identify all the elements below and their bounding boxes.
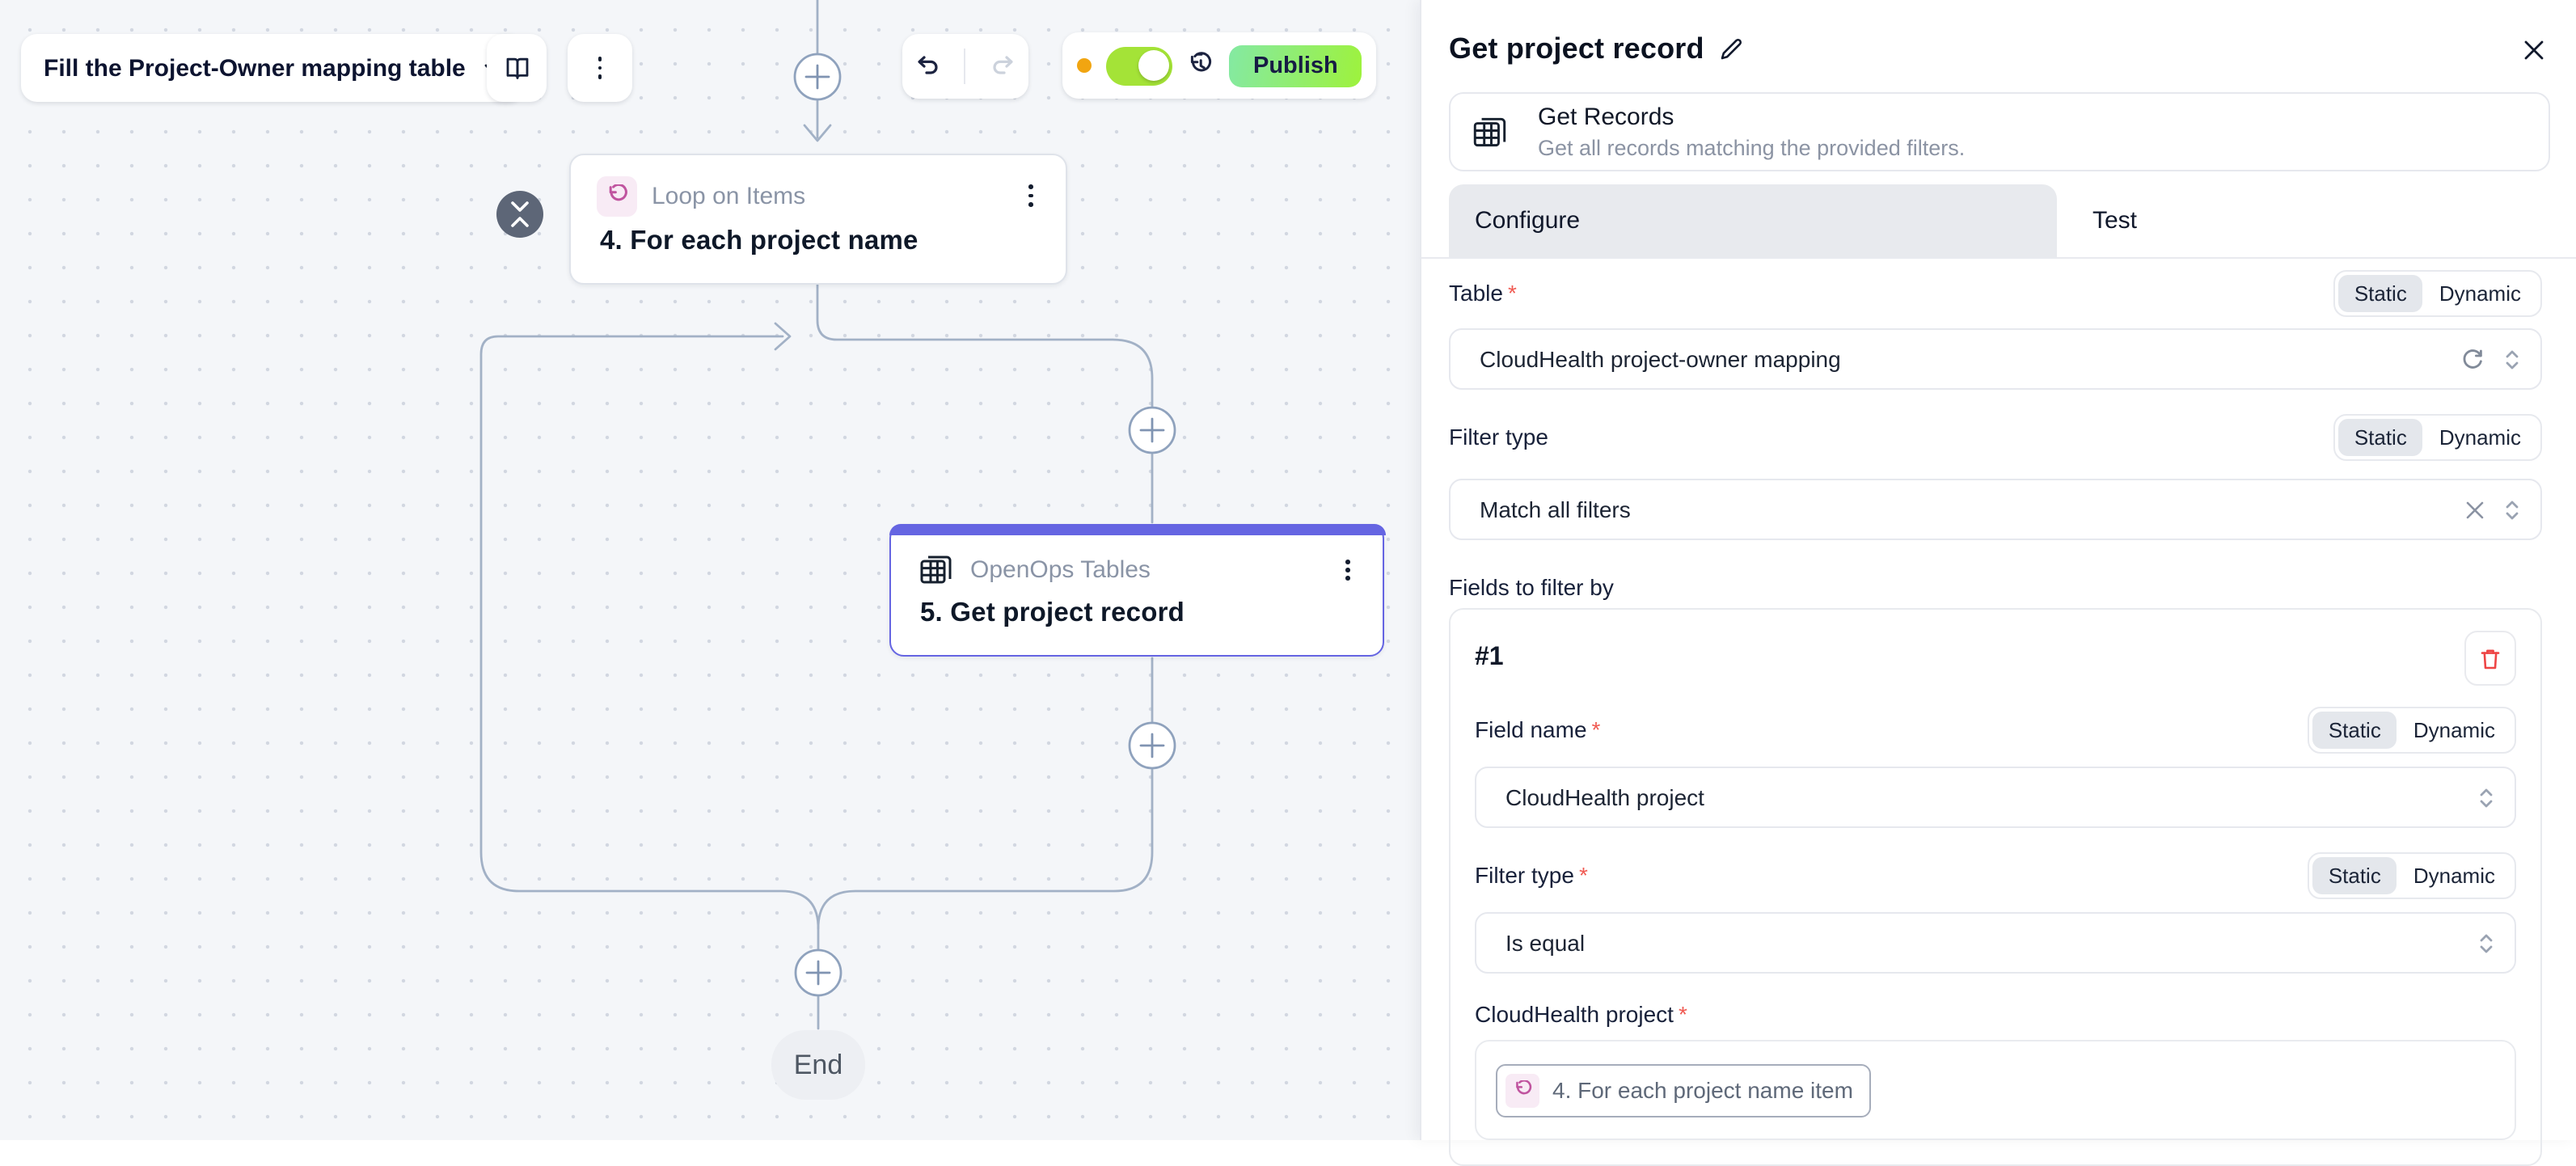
cloudhealth-project-input[interactable]: 4. For each project name item xyxy=(1475,1040,2516,1140)
action-name: Get Records xyxy=(1538,104,1674,131)
docs-button[interactable] xyxy=(487,34,547,102)
add-step-button[interactable] xyxy=(793,53,842,101)
pencil-icon[interactable] xyxy=(1719,37,1743,61)
step-title: Get project record xyxy=(1449,32,1704,65)
field-label-field-name: Field name* xyxy=(1475,716,1601,742)
trash-icon xyxy=(2481,648,2500,669)
updown-icon xyxy=(2502,347,2523,371)
node-title: 5. Get project record xyxy=(920,598,1185,627)
required-marker: * xyxy=(1678,1001,1687,1027)
undo-icon xyxy=(918,56,938,74)
tables-icon xyxy=(1473,116,1506,146)
toggle-static[interactable]: Static xyxy=(2312,711,2397,748)
node-title: 4. For each project name xyxy=(600,226,918,255)
updown-icon xyxy=(2502,497,2523,522)
flow-enabled-toggle[interactable] xyxy=(1106,46,1172,85)
required-marker: * xyxy=(1578,862,1588,888)
filter-operator-value: Is equal xyxy=(1505,930,1586,956)
redo-icon xyxy=(993,56,1013,74)
close-panel-button[interactable] xyxy=(2519,35,2549,64)
updown-icon xyxy=(2476,931,2497,955)
kebab-icon xyxy=(591,53,609,82)
action-info-card: Get Records Get all records matching the… xyxy=(1449,92,2550,171)
toggle-dynamic[interactable]: Dynamic xyxy=(2413,863,2495,887)
book-icon xyxy=(505,57,528,78)
filter-type-select-value: Match all filters xyxy=(1480,496,1631,522)
unsaved-changes-dot xyxy=(1077,58,1092,73)
redo-button[interactable] xyxy=(990,53,1017,79)
field-label-filter-type: Filter type xyxy=(1449,424,1548,450)
collapse-icon xyxy=(510,201,528,212)
collapse-icon xyxy=(510,217,528,227)
undo-button[interactable] xyxy=(914,53,941,79)
step-settings-panel: Get project record Get Records Get all r… xyxy=(1419,0,2576,1166)
node-get-project-record[interactable]: OpenOps Tables 5. Get project record xyxy=(889,523,1385,657)
add-step-button[interactable] xyxy=(1128,721,1176,770)
undo-redo-group xyxy=(902,34,1028,99)
flow-end-node: End xyxy=(771,1030,865,1100)
filter-group-card: #1 Field name* Static Dynamic xyxy=(1449,608,2542,1166)
field-name-select-value: CloudHealth project xyxy=(1505,784,1704,810)
clear-icon[interactable] xyxy=(2464,499,2485,520)
toggle-static[interactable]: Static xyxy=(2337,274,2423,311)
node-menu-button[interactable] xyxy=(1339,556,1357,584)
loop-item-token[interactable]: 4. For each project name item xyxy=(1496,1063,1871,1117)
action-description: Get all records matching the provided fi… xyxy=(1538,136,1966,160)
toggle-dynamic[interactable]: Dynamic xyxy=(2439,281,2521,305)
delete-filter-button[interactable] xyxy=(2464,631,2516,686)
loop-icon xyxy=(1505,1073,1539,1107)
field-name-static-dynamic-toggle[interactable]: Static Dynamic xyxy=(2307,706,2516,753)
field-label-filter-type-2: Filter type* xyxy=(1475,862,1588,888)
fields-to-filter-by-label: Fields to filter by xyxy=(1449,574,1614,600)
flow-menu-button[interactable] xyxy=(568,34,632,102)
filter-operator-select[interactable]: Is equal xyxy=(1475,912,2516,974)
field-label-cloudhealth-project: CloudHealth project* xyxy=(1475,1001,1687,1027)
required-marker: * xyxy=(1507,280,1517,306)
tab-test[interactable]: Test xyxy=(2092,207,2138,234)
toggle-static[interactable]: Static xyxy=(2337,418,2423,455)
collapse-loop-button[interactable] xyxy=(496,191,543,238)
history-icon[interactable] xyxy=(1187,52,1214,79)
publish-button[interactable]: Publish xyxy=(1229,44,1362,87)
filter-group-index: #1 xyxy=(1475,644,1504,671)
add-step-button[interactable] xyxy=(794,948,842,997)
refresh-icon[interactable] xyxy=(2460,346,2485,372)
filter-type2-static-dynamic-toggle[interactable]: Static Dynamic xyxy=(2307,851,2516,898)
node-app-label: OpenOps Tables xyxy=(970,556,1151,584)
add-step-button[interactable] xyxy=(1128,406,1176,454)
divider xyxy=(964,49,966,84)
required-marker: * xyxy=(1591,716,1601,742)
table-select-value: CloudHealth project-owner mapping xyxy=(1480,346,1841,372)
flow-name-label: Fill the Project-Owner mapping table xyxy=(44,54,466,82)
toggle-dynamic[interactable]: Dynamic xyxy=(2439,425,2521,449)
field-label-table: Table* xyxy=(1449,280,1517,306)
flow-name-dropdown[interactable]: Fill the Project-Owner mapping table xyxy=(21,34,524,102)
node-app-label: Loop on Items xyxy=(652,182,806,209)
updown-icon xyxy=(2476,785,2497,809)
panel-tabs: Configure Test xyxy=(1421,184,2576,259)
flow-canvas[interactable]: Fill the Project-Owner mapping table xyxy=(0,0,1419,1139)
tables-icon xyxy=(920,556,952,584)
tab-configure[interactable]: Configure xyxy=(1449,184,2057,257)
node-loop-on-items[interactable]: Loop on Items 4. For each project name xyxy=(569,153,1067,284)
loop-icon xyxy=(597,175,637,216)
toggle-static[interactable]: Static xyxy=(2312,856,2397,894)
publish-group: Publish xyxy=(1062,32,1377,99)
filter-type-static-dynamic-toggle[interactable]: Static Dynamic xyxy=(2333,413,2542,460)
close-icon xyxy=(2524,40,2544,59)
field-name-select[interactable]: CloudHealth project xyxy=(1475,767,2516,828)
filter-type-select[interactable]: Match all filters xyxy=(1449,479,2542,540)
toggle-dynamic[interactable]: Dynamic xyxy=(2413,717,2495,741)
end-label: End xyxy=(793,1049,843,1079)
node-menu-button[interactable] xyxy=(1022,181,1040,209)
token-label: 4. For each project name item xyxy=(1552,1077,1853,1103)
table-static-dynamic-toggle[interactable]: Static Dynamic xyxy=(2333,269,2542,316)
table-select[interactable]: CloudHealth project-owner mapping xyxy=(1449,328,2542,390)
